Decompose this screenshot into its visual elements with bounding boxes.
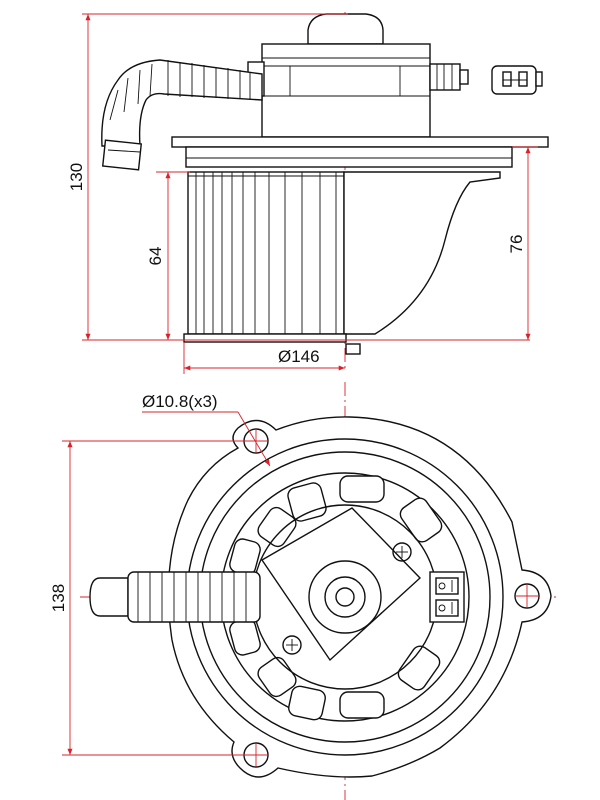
motor-connector: [429, 63, 461, 91]
screw-icon: [282, 635, 302, 655]
fan-bottom-rim: [183, 333, 347, 343]
fan-housing-curve: [343, 171, 501, 335]
flange-collar: [185, 146, 513, 168]
plug-icon: [491, 65, 543, 95]
mounting-flange-side: [171, 136, 549, 148]
height-76-label: 76: [507, 235, 526, 254]
height-138-label: 138: [49, 584, 68, 612]
height-130-label: 130: [67, 163, 86, 191]
bottom-view: 138 Ø10.8(x3): [49, 382, 560, 800]
terminal-block: [429, 571, 465, 623]
motor-top-cap: [307, 13, 384, 45]
vent-slots: [229, 475, 443, 721]
bottom-wire-harness: [89, 571, 261, 623]
fan-wheel-side: [187, 171, 345, 335]
side-view: 130 64 76 Ø146: [67, 12, 549, 374]
hole-callout-label: Ø10.8(x3): [142, 392, 218, 411]
diameter-146-label: Ø146: [278, 347, 320, 366]
wire-harness-hose: [101, 59, 263, 171]
hub-outer: [308, 560, 382, 634]
height-64-label: 64: [146, 247, 165, 266]
hub-middle: [324, 576, 366, 618]
motor-mount-plate: [260, 507, 422, 662]
shaft-stub: [345, 343, 361, 355]
shaft-center: [335, 587, 355, 607]
screw-icon: [392, 542, 412, 562]
